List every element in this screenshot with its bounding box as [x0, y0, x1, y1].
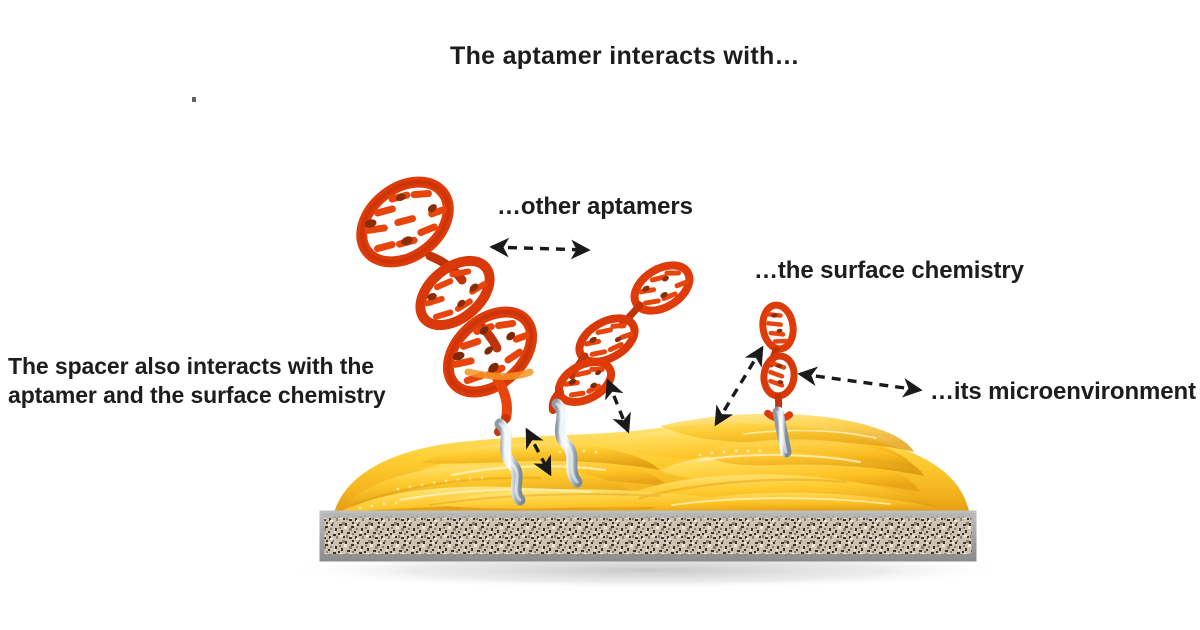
thiol-spacer-chain-small [772, 406, 792, 458]
arrow-surface-chemistry [714, 345, 764, 427]
thiol-spacer-chain [494, 418, 526, 506]
image-speck-artifact [192, 97, 196, 102]
small-aptamer-helix [759, 301, 798, 423]
label-microenvironment: …its microenvironment [930, 378, 1196, 405]
label-surface-chemistry: …the surface chemistry [754, 257, 1024, 284]
arrow-other-aptamers [489, 237, 591, 260]
medium-aptamer-helix [548, 261, 694, 414]
thiol-spacer-chain-medium [551, 398, 583, 488]
arrow-medium-aptamer-spacer [605, 378, 631, 434]
label-spacer-line1: The spacer also interacts with the [8, 353, 374, 379]
label-spacer-line2: aptamer and the surface chemistry [8, 382, 386, 408]
label-other-aptamers: …other aptamers [497, 193, 693, 220]
large-aptamer-helix [356, 176, 538, 436]
speckled-substrate-slab [319, 510, 977, 562]
label-spacer-interaction: The spacer also interacts with the aptam… [8, 352, 408, 410]
arrow-microenvironment [797, 366, 923, 398]
gold-self-assembled-monolayer [333, 413, 970, 516]
page-title: The aptamer interacts with… [450, 42, 800, 70]
arrow-spacer-to-surface [525, 427, 552, 477]
